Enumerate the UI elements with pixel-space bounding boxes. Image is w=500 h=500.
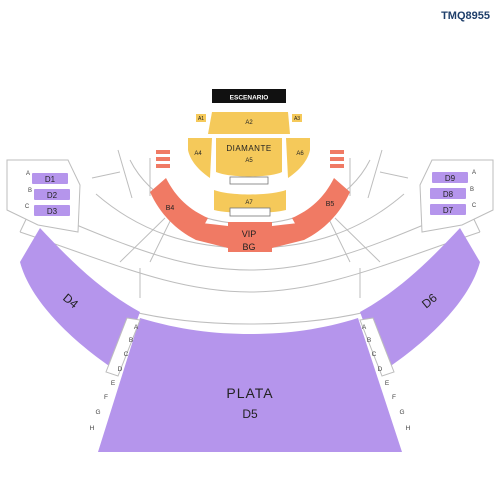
section-d7[interactable] xyxy=(430,204,466,215)
label-plata: PLATA xyxy=(226,385,273,401)
section-vip-left[interactable] xyxy=(184,222,228,248)
section-b5[interactable] xyxy=(292,178,350,240)
label-d3: D3 xyxy=(47,207,58,216)
label-a4: A4 xyxy=(194,151,202,157)
aisle-row-left-e: E xyxy=(111,380,116,387)
label-a2: A2 xyxy=(245,120,253,126)
aisle-rows-right: ABC DEF G H xyxy=(362,324,411,432)
aisle-row-left-c: C xyxy=(124,351,129,358)
box-row-left-b: B xyxy=(28,188,32,194)
label-b4: B4 xyxy=(166,205,175,212)
section-a2[interactable] xyxy=(208,112,290,134)
section-a7[interactable] xyxy=(214,190,286,213)
left-aisle-strip xyxy=(105,317,141,377)
aisle-row-right-f: F xyxy=(392,394,396,401)
box-row-right-a: A xyxy=(472,170,476,176)
section-d3[interactable] xyxy=(34,205,70,216)
aisle-row-right-g: G xyxy=(399,409,404,416)
box-row-right-b: B xyxy=(470,187,474,193)
section-d6[interactable] xyxy=(360,228,480,372)
box-row-left-a: A xyxy=(26,171,30,177)
label-a7: A7 xyxy=(245,200,253,206)
stage xyxy=(212,89,286,103)
stage-label: ESCENARIO xyxy=(230,95,269,102)
section-d1[interactable] xyxy=(32,173,68,184)
box-row-right-c: C xyxy=(472,203,477,209)
label-a5: A5 xyxy=(245,158,253,164)
aisle-row-left-h: H xyxy=(90,425,95,432)
aisle-row-right-c: C xyxy=(372,351,377,358)
aisle-row-left-d: D xyxy=(118,366,123,373)
box-rows-left: A B C xyxy=(25,171,32,210)
section-a3[interactable] xyxy=(292,114,302,122)
section-d5[interactable] xyxy=(98,318,402,452)
aisle-row-left-a: A xyxy=(134,324,139,331)
section-a5[interactable] xyxy=(216,138,282,177)
label-bg: BG xyxy=(242,242,255,252)
label-a6: A6 xyxy=(296,151,304,157)
mixer-box xyxy=(229,176,269,185)
label-diamante: DIAMANTE xyxy=(226,144,271,153)
small-vip-boxes xyxy=(156,150,344,168)
label-d2: D2 xyxy=(47,191,58,200)
aisle-row-right-e: E xyxy=(385,380,390,387)
aisle-row-right-h: H xyxy=(406,425,411,432)
aisle-row-left-b: B xyxy=(129,337,133,344)
section-d9[interactable] xyxy=(432,172,468,183)
label-d5: D5 xyxy=(242,407,258,421)
section-a1[interactable] xyxy=(196,114,206,122)
aisle-row-left-g: G xyxy=(95,409,100,416)
section-d8[interactable] xyxy=(430,188,466,199)
section-vip-center[interactable] xyxy=(228,222,272,252)
label-a3: A3 xyxy=(294,116,300,122)
aisle-row-right-a: A xyxy=(362,324,367,331)
aisle-rows-left: ABC DEF G H xyxy=(90,324,139,432)
aisle-row-left-f: F xyxy=(104,394,108,401)
section-a4[interactable] xyxy=(188,138,212,178)
label-vip: VIP xyxy=(242,229,257,239)
label-d9: D9 xyxy=(445,174,456,183)
right-aisle-strip xyxy=(359,317,395,377)
label-b5: B5 xyxy=(326,201,335,208)
label-a1: A1 xyxy=(198,116,204,122)
label-d7: D7 xyxy=(443,206,454,215)
aisle-row-right-b: B xyxy=(367,337,371,344)
venue-code: TMQ8955 xyxy=(441,10,490,22)
aisle-row-right-d: D xyxy=(378,366,383,373)
control-box xyxy=(229,207,271,217)
section-d4[interactable] xyxy=(20,228,140,372)
label-d1: D1 xyxy=(45,175,56,184)
box-row-left-c: C xyxy=(25,204,30,210)
box-rows-right: A B C xyxy=(470,170,477,209)
section-labels: A1 A2 A3 A4 DIAMANTE A5 A6 A7 B4 B5 VIP … xyxy=(45,116,456,421)
section-a6[interactable] xyxy=(286,138,310,178)
label-d8: D8 xyxy=(443,190,454,199)
section-d2[interactable] xyxy=(34,189,70,200)
